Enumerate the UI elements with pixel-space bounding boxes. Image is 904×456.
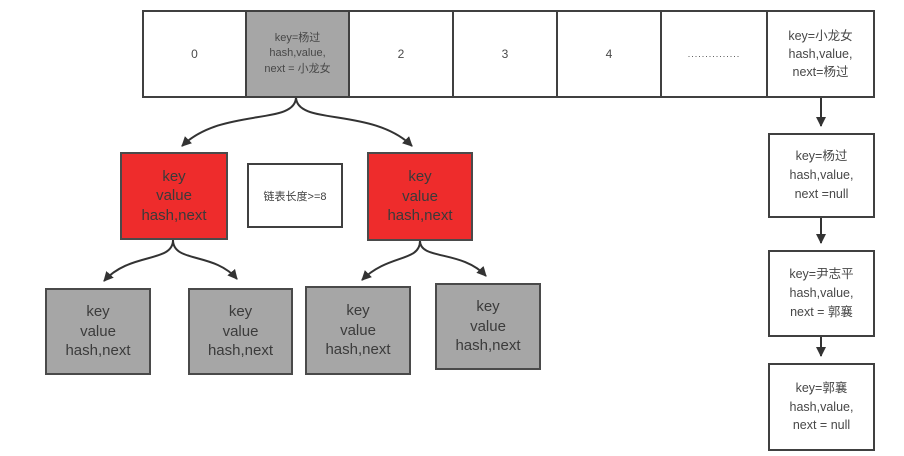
entry-hash-line: hash,value, (789, 399, 854, 414)
arrow-red-right-to-leaf-3 (361, 240, 421, 281)
entry-next-line: next = 小龙女 (264, 62, 331, 75)
tree-node-red-left: key value hash,next (120, 152, 228, 240)
entry-hash-line: hash,value, (269, 47, 326, 60)
node-key-line: key (408, 168, 432, 186)
entry-next-line: next = 郭襄 (790, 304, 853, 319)
bucket-cell-last-entry: key=小龙女 hash,value, next=杨过 (768, 12, 873, 96)
bucket-cell-2: 2 (350, 12, 454, 96)
bucket-array: 0 key=杨过 hash,value, next = 小龙女 2 3 4 ..… (142, 10, 875, 98)
tree-leaf-2: key value hash,next (188, 288, 293, 375)
bucket-cell-3: 3 (454, 12, 558, 96)
entry-hash-line: hash,value, (788, 46, 853, 61)
node-key-line: key (228, 303, 253, 321)
bucket-index-label: 2 (397, 47, 405, 61)
node-hash-line: hash,next (325, 341, 391, 359)
node-key-line: key (476, 298, 500, 316)
tree-node-red-right: key value hash,next (367, 152, 473, 241)
node-value-line: value (470, 317, 506, 335)
chain-node-1: key=杨过 hash,value, next =null (768, 133, 875, 218)
arrow-red-right-to-leaf-4 (419, 240, 487, 277)
tree-leaf-4: key value hash,next (435, 283, 541, 370)
arrow-bucket-to-red-right (295, 96, 413, 147)
node-hash-line: hash,next (387, 207, 453, 225)
entry-key-line: key=尹志平 (789, 267, 854, 282)
arrow-red-left-to-leaf-2 (172, 239, 238, 280)
node-value-line: value (340, 321, 376, 339)
node-hash-line: hash,next (141, 206, 207, 224)
node-value-line: value (80, 322, 116, 340)
condition-text: 链表长度>=8 (263, 190, 327, 203)
bucket-index-label: 4 (605, 47, 613, 61)
entry-next-line: next =null (794, 186, 849, 201)
bucket-cell-1-entry: key=杨过 hash,value, next = 小龙女 (247, 12, 350, 96)
bucket-cell-4: 4 (558, 12, 662, 96)
entry-key-line: key=小龙女 (788, 28, 853, 43)
node-value-line: value (402, 187, 438, 205)
node-key-line: key (86, 303, 110, 321)
entry-next-line: next=杨过 (792, 65, 849, 80)
node-hash-line: hash,next (455, 337, 521, 355)
entry-hash-line: hash,value, (789, 168, 854, 183)
tree-leaf-3: key value hash,next (305, 286, 411, 375)
bucket-cell-0: 0 (144, 12, 247, 96)
arrow-red-left-to-leaf-1 (103, 239, 174, 282)
chain-node-2: key=尹志平 hash,value, next = 郭襄 (768, 250, 875, 337)
entry-key-line: key=郭襄 (795, 380, 848, 395)
ellipsis-label: ............... (687, 49, 741, 59)
arrow-bucket-to-red-left (181, 96, 297, 147)
node-key-line: key (346, 302, 370, 320)
bucket-index-label: 3 (501, 47, 509, 61)
tree-leaf-1: key value hash,next (45, 288, 151, 375)
treeify-threshold-label: 链表长度>=8 (247, 163, 343, 228)
node-value-line: value (222, 322, 259, 340)
node-value-line: value (156, 187, 192, 205)
entry-key-line: key=杨过 (274, 31, 321, 44)
node-hash-line: hash,next (207, 342, 274, 360)
entry-hash-line: hash,value, (789, 286, 854, 301)
entry-next-line: next = null (792, 418, 851, 433)
chain-node-3: key=郭襄 hash,value, next = null (768, 363, 875, 451)
node-key-line: key (162, 167, 186, 185)
bucket-cell-ellipsis: ............... (662, 12, 768, 96)
bucket-index-label: 0 (191, 47, 198, 61)
entry-key-line: key=杨过 (795, 149, 848, 164)
node-hash-line: hash,next (65, 342, 131, 360)
